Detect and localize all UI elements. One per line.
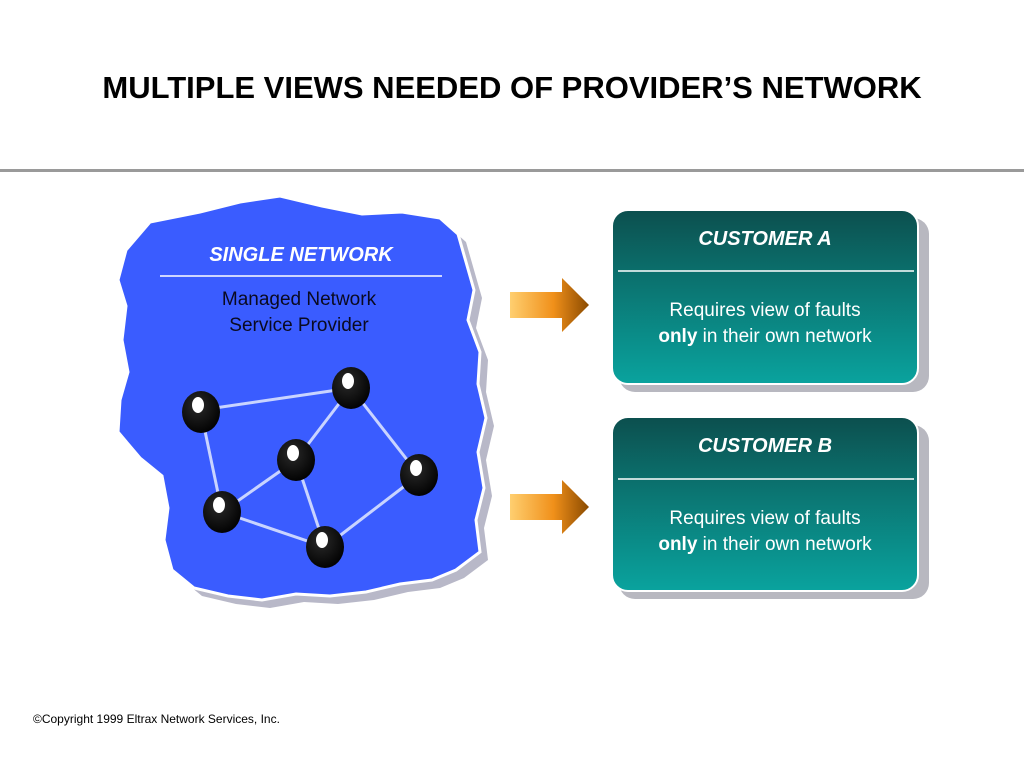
- customer-a-desc-rest: in their own network: [697, 326, 872, 347]
- network-node: [182, 391, 220, 433]
- customer-a-title: CUSTOMER A: [698, 228, 832, 250]
- network-node: [400, 454, 438, 496]
- network-title: SINGLE NETWORK: [209, 244, 393, 266]
- copyright-notice: ©Copyright 1999 Eltrax Network Services,…: [33, 712, 280, 726]
- network-node: [306, 526, 344, 568]
- copyright-symbol: ©: [33, 712, 42, 726]
- customer-a-description: Requires view of faults only in their ow…: [612, 298, 918, 350]
- customer-a-desc-bold: only: [658, 326, 698, 347]
- network-subtitle-line2: Service Provider: [229, 315, 369, 336]
- customer-b-desc-line1: Requires view of faults: [669, 508, 861, 529]
- slide-title: MULTIPLE VIEWS NEEDED OF PROVIDER’S NETW…: [102, 70, 922, 105]
- copyright-text: Copyright 1999 Eltrax Network Services, …: [41, 712, 280, 726]
- customer-b-description: Requires view of faults only in their ow…: [612, 506, 918, 558]
- network-node: [332, 367, 370, 409]
- network-link: [324, 473, 420, 549]
- arrow-to-customer-b: [510, 480, 589, 534]
- customer-a-desc-line2: only in their own network: [612, 324, 918, 350]
- network-node: [203, 491, 241, 533]
- customer-a-desc-line1: Requires view of faults: [669, 300, 861, 321]
- customer-b-title: CUSTOMER B: [697, 435, 833, 457]
- network-link: [200, 386, 352, 412]
- customer-a-box: [611, 209, 919, 385]
- network-node: [277, 439, 315, 481]
- customer-b-desc-bold: only: [658, 534, 698, 555]
- customer-b-box: [611, 416, 919, 592]
- customer-b-desc-rest: in their own network: [697, 534, 872, 555]
- network-subtitle: Managed Network Service Provider: [160, 287, 438, 339]
- customer-b-desc-line2: only in their own network: [612, 532, 918, 558]
- title-divider: [0, 169, 1024, 172]
- arrow-to-customer-a: [510, 278, 589, 332]
- network-subtitle-line1: Managed Network: [221, 289, 377, 310]
